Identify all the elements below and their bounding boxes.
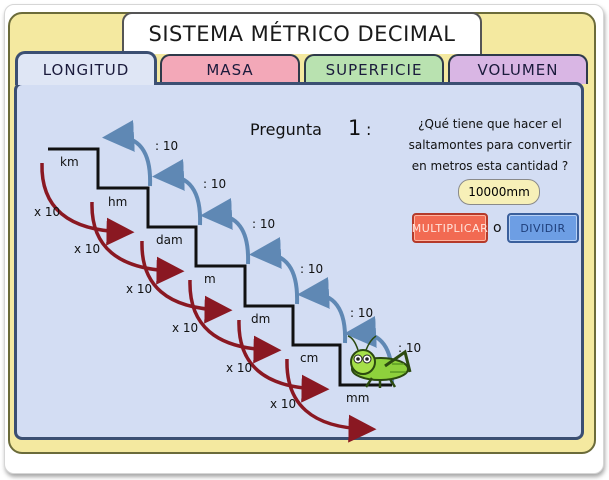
unit-label-dam: dam [156,233,183,247]
grasshopper-icon[interactable] [347,335,412,388]
question-line-2: saltamontes para convertir [408,138,572,152]
multiply-arrow [285,358,377,443]
multiply-label: x 10 [74,242,101,256]
tab-masa[interactable]: MASA [160,54,300,84]
unit-label-km: km [60,155,79,169]
multiply-arrows [40,162,377,443]
stair-outline [48,147,392,387]
multiply-label: x 10 [34,205,61,219]
page-title: SISTEMA MÉTRICO DECIMAL [122,12,482,54]
unit-label-cm: cm [300,351,319,365]
divide-arrows [102,119,395,384]
tab-superficie[interactable]: SUPERFICIE [304,54,444,84]
stair-steps [48,147,392,387]
multiply-label: x 10 [270,397,297,411]
tab-volumen[interactable]: VOLUMEN [448,54,588,84]
multiply-label: x 10 [126,282,153,296]
question-colon: : [366,120,372,139]
divide-label: : 10 [203,177,227,191]
question-label: Pregunta [250,120,322,139]
multiply-arrow [188,279,282,364]
or-label: o [493,220,502,236]
divide-button[interactable]: DIVIDIR [507,213,579,243]
unit-label-hm: hm [108,195,128,209]
multiply-button[interactable]: MULTIPLICAR [412,213,488,243]
divide-label: : 10 [398,341,422,355]
unit-label-mm: mm [346,391,370,405]
tab-longitud[interactable]: LONGITUD [15,51,157,85]
question-text: ¿Qué tiene que hacer el saltamontes para… [400,114,580,177]
unit-label-m: m [204,272,216,286]
divide-label: : 10 [350,306,374,320]
question-line-1: ¿Qué tiene que hacer el [418,117,562,131]
multiply-label: x 10 [172,321,199,335]
divide-arrow [102,119,153,187]
unit-label-dm: dm [251,312,271,326]
divide-label: : 10 [300,262,324,276]
divide-arrow [152,158,203,226]
divide-arrow [297,276,348,344]
multiply-arrow [140,240,233,324]
multiply-arrow [90,201,185,285]
divide-label: : 10 [252,217,276,231]
divide-arrow [200,197,251,265]
divide-arrow [249,236,300,305]
question-number: 1 [348,116,362,140]
multiply-arrow [40,162,135,246]
multiply-arrow [237,319,330,403]
divide-label: : 10 [155,139,179,153]
quantity-badge: 10000mm [458,179,540,205]
multiply-label: x 10 [226,361,253,375]
question-line-3: en metros esta cantidad ? [411,159,569,173]
